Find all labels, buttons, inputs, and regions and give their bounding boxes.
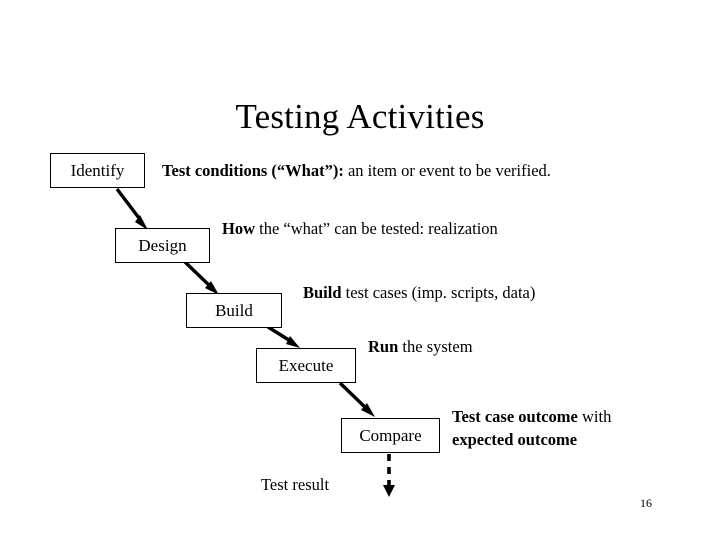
description-emphasis: Run xyxy=(368,337,399,356)
flow-box-build[interactable]: Build xyxy=(186,293,282,328)
connector-identify-to-design xyxy=(115,187,148,230)
page-title: Testing Activities xyxy=(235,97,485,137)
description-build: Build test cases (imp. scripts, data) xyxy=(303,283,535,303)
description-design: How the “what” can be tested: realizatio… xyxy=(222,219,498,239)
description-emphasis: How xyxy=(222,219,255,238)
description-emphasis: Test case outcome xyxy=(452,407,578,426)
description-compare: Test case outcome with expected outcome xyxy=(452,405,702,451)
flow-box-label: Design xyxy=(138,235,187,255)
description-emphasis-line2: expected outcome xyxy=(452,430,578,449)
description-emphasis: Build xyxy=(303,283,342,302)
flow-box-label: Execute xyxy=(278,355,334,375)
description-execute: Run the system xyxy=(368,337,473,357)
connector-compare-to-test-result xyxy=(383,454,395,497)
flow-box-compare[interactable]: Compare xyxy=(341,418,440,453)
description-text: test cases (imp. scripts, data) xyxy=(341,283,536,302)
flow-box-label: Compare xyxy=(359,425,422,445)
description-identify: Test conditions (“What”): an item or eve… xyxy=(162,161,551,181)
connector-build-to-execute xyxy=(267,325,300,348)
connector-execute-to-compare xyxy=(338,381,375,417)
test-result-label: Test result xyxy=(261,475,330,494)
page-number: 16 xyxy=(640,496,652,510)
description-text: with xyxy=(577,407,612,426)
description-emphasis: Test conditions (“What”): xyxy=(162,161,344,180)
flow-box-execute[interactable]: Execute xyxy=(256,348,356,383)
flow-box-label: Build xyxy=(215,300,253,320)
description-text: the “what” can be tested: realization xyxy=(255,219,498,238)
connector-design-to-build xyxy=(183,260,219,295)
description-text: an item or event to be verified. xyxy=(343,161,551,180)
flow-box-label: Identify xyxy=(70,160,125,180)
flow-box-design[interactable]: Design xyxy=(115,228,210,263)
flow-box-identify[interactable]: Identify xyxy=(50,153,145,188)
description-text: the system xyxy=(398,337,473,356)
